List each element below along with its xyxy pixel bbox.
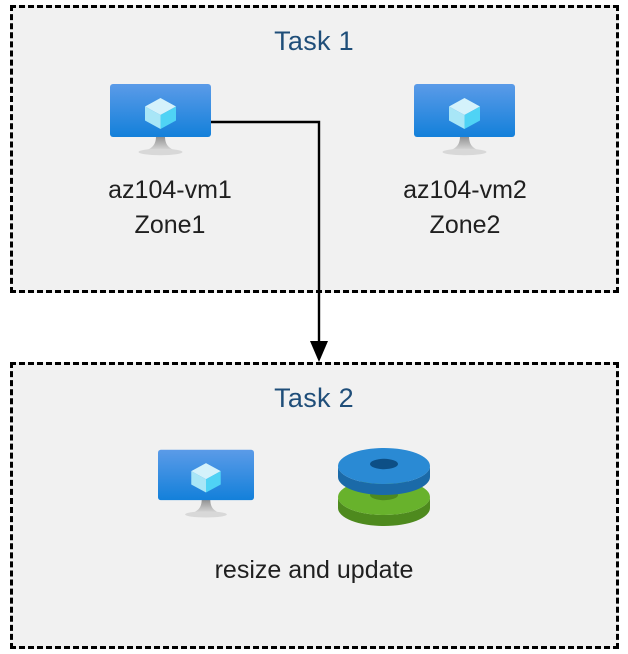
azure-disks-icon [334,445,434,535]
task1-title: Task 1 [274,26,354,56]
task2-container [10,362,619,649]
task2-title: Task 2 [274,383,354,413]
vm1-label: az104-vm1 Zone1 [108,176,232,239]
azure-virtual-machine-icon [110,84,211,161]
vm2-label: az104-vm2 Zone2 [403,176,527,239]
down-arrow-icon [310,341,328,362]
azure-virtual-machine-icon [414,84,515,161]
azure-virtual-machine-icon [158,448,254,525]
task2-caption: resize and update [214,556,414,584]
